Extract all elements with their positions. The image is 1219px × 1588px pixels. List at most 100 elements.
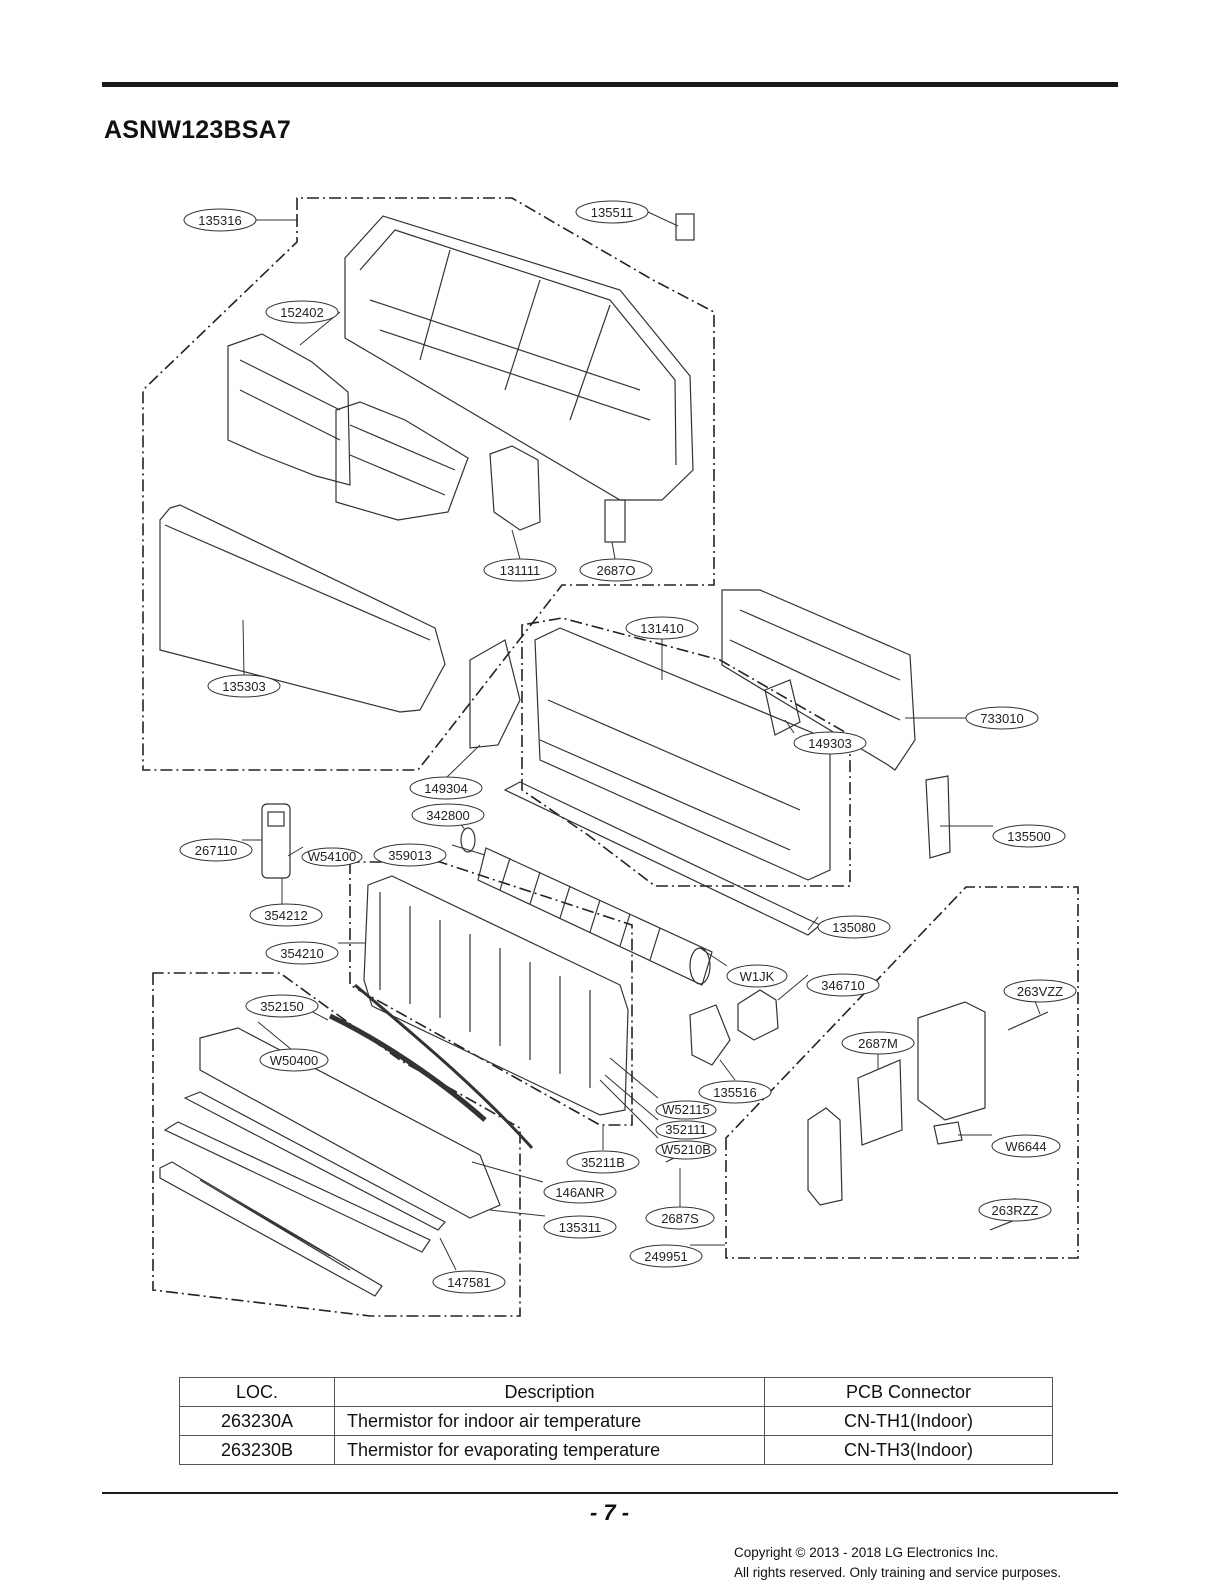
svg-text:2687M: 2687M [858,1036,898,1051]
callout-346710: 346710 [806,973,880,997]
chassis-group-outline [521,617,851,887]
callout-352150: 352150 [245,994,319,1018]
bracket-131111-sketch [489,445,541,531]
svg-text:135316: 135316 [198,213,241,228]
svg-text:733010: 733010 [980,711,1023,726]
callout-135516: 135516 [698,1080,772,1104]
cabinet-sketch [344,215,694,501]
copyright-line-1: Copyright © 2013 - 2018 LG Electronics I… [734,1545,999,1560]
svg-text:135500: 135500 [1007,829,1050,844]
pcb-2687M-sketch [857,1059,903,1146]
callout-131410: 131410 [625,616,699,640]
svg-text:147581: 147581 [447,1275,490,1290]
svg-text:346710: 346710 [821,978,864,993]
callout-135511: 135511 [575,200,649,224]
fan-motor-sketch [737,989,779,1041]
svg-text:354212: 354212 [264,908,307,923]
callout-359013: 359013 [373,843,447,867]
callout-354210: 354210 [265,941,339,965]
callout-W50400: W50400 [259,1048,329,1072]
callout-131111: 131111 [483,558,557,582]
svg-text:149303: 149303 [808,736,851,751]
callout-W5210B: W5210B [655,1140,717,1160]
callout-W52115: W52115 [655,1100,717,1120]
louver-group-outline [152,972,521,1317]
svg-text:W50400: W50400 [270,1053,318,1068]
terminal-block-sketch [933,1121,963,1145]
callout-2687O: 2687O [579,558,653,582]
svg-text:263RZZ: 263RZZ [992,1203,1039,1218]
svg-text:342800: 342800 [426,808,469,823]
bracket-149303-sketch [764,679,801,736]
callout-35211B: 35211B [566,1150,640,1174]
front-grille-group-outline [142,197,715,771]
bottom-rule [102,1492,1118,1494]
motor-bracket-135516-sketch [689,1004,731,1066]
cell-description: Thermistor for evaporating temperature [334,1435,765,1465]
part-sketches [159,213,1049,1297]
cell-description: Thermistor for indoor air temperature [334,1406,765,1436]
cell-loc: 263230B [179,1435,335,1465]
svg-text:W6644: W6644 [1005,1139,1046,1154]
svg-text:2687S: 2687S [661,1211,699,1226]
bearing-342800-sketch [460,827,476,853]
callout-352111: 352111 [655,1120,717,1140]
callout-263VZZ: 263VZZ [1003,979,1077,1003]
svg-text:135311: 135311 [559,1220,601,1235]
svg-text:W52115: W52115 [662,1102,709,1117]
col-header-loc: LOC. [179,1377,335,1407]
svg-text:135511: 135511 [591,205,633,220]
callout-152402: 152402 [265,300,339,324]
drain-hose-sketch [328,1013,487,1122]
svg-text:249951: 249951 [644,1249,687,1264]
table-row: 263230A Thermistor for indoor air temper… [179,1406,1053,1436]
svg-text:W54100: W54100 [308,849,356,864]
assembly-group-outlines [142,197,1079,1317]
model-title: ASNW123BSA7 [104,116,291,144]
callout-W54100: W54100 [301,847,363,867]
callout-labels: 135316 135511 152402 131111 2687O 135303… [179,200,1077,1294]
svg-text:W5210B: W5210B [661,1142,711,1157]
air-filter-left-sketch [227,333,351,486]
svg-text:146ANR: 146ANR [555,1185,604,1200]
col-header-description: Description [334,1377,765,1407]
callout-149304: 149304 [409,776,483,800]
callout-149303: 149303 [793,731,867,755]
air-filter-right-sketch [335,401,469,521]
discharge-frame-135080-sketch [503,781,822,936]
table-header-row: LOC. Description PCB Connector [179,1377,1053,1407]
callout-342800: 342800 [411,803,485,827]
svg-text:149304: 149304 [424,781,467,796]
callout-W6644: W6644 [991,1134,1061,1158]
svg-text:35211B: 35211B [581,1155,625,1170]
callout-267110: 267110 [179,838,253,862]
installation-plate-sketch [721,589,916,771]
callout-135080: 135080 [817,915,891,939]
svg-text:352111: 352111 [665,1122,706,1137]
svg-text:131111: 131111 [500,563,541,578]
bracket-135511-sketch [675,213,695,241]
top-rule [102,82,1118,87]
col-header-pcb-connector: PCB Connector [764,1377,1053,1407]
drain-plate-135500-sketch [925,775,951,859]
callout-135303: 135303 [207,674,281,698]
louver-blades-sketch [163,1121,431,1253]
front-panel-sketch [159,504,446,713]
callout-263RZZ: 263RZZ [978,1198,1052,1222]
control-box-group-outline [725,886,1079,1259]
svg-text:152402: 152402 [280,305,323,320]
evaporator-sketch [363,875,629,1116]
table-row: 263230B Thermistor for evaporating tempe… [179,1435,1053,1465]
callout-733010: 733010 [965,706,1039,730]
callout-2687M: 2687M [841,1031,915,1055]
remote-controller-sketch [261,803,291,879]
grille-147581-sketch [159,1161,383,1297]
svg-text:131410: 131410 [640,621,683,636]
callout-135316: 135316 [183,208,257,232]
svg-text:354210: 354210 [280,946,323,961]
copyright-line-2: All rights reserved. Only training and s… [734,1565,1062,1580]
copyright-notice: Copyright © 2013 - 2018 LG Electronics I… [734,1543,1061,1583]
svg-text:352150: 352150 [260,999,303,1014]
cover-control-box-sketch [807,1107,843,1206]
callout-135311: 135311 [543,1215,617,1239]
